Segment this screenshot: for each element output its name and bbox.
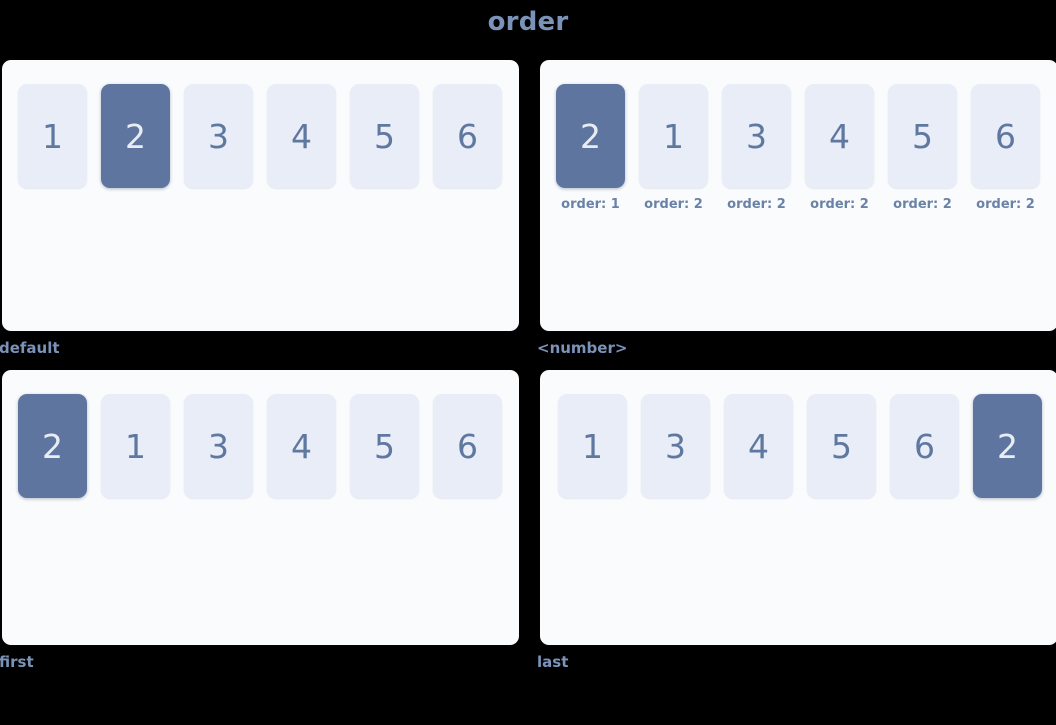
card-note: order: 2 xyxy=(644,197,703,212)
card-row: 1 3 4 5 6 xyxy=(540,370,1056,507)
card-note: order: 2 xyxy=(727,197,786,212)
order-card[interactable]: 1 xyxy=(558,394,627,498)
demo-grid: 1 2 3 4 5 xyxy=(0,60,1056,680)
card-slot: 3 order: 2 xyxy=(722,84,791,213)
card-slot: 2 xyxy=(973,394,1042,507)
card-row: 2 order: 1 1 order: 2 3 order: 2 4 order… xyxy=(540,60,1056,213)
demo-last: 1 3 4 5 6 xyxy=(537,370,1056,673)
demo-panel: 1 2 3 4 5 xyxy=(2,60,519,331)
order-card[interactable]: 3 xyxy=(641,394,710,498)
card-note: order: 2 xyxy=(810,197,869,212)
card-slot: 4 xyxy=(724,394,793,507)
card-slot: 1 xyxy=(101,394,170,507)
order-card[interactable]: 4 xyxy=(267,394,336,498)
order-card[interactable]: 6 xyxy=(890,394,959,498)
card-slot: 6 order: 2 xyxy=(971,84,1040,213)
order-card[interactable]: 6 xyxy=(433,394,502,498)
card-row: 2 1 3 4 5 xyxy=(2,370,519,507)
card-slot: 5 xyxy=(350,394,419,507)
demo-caption: last xyxy=(537,653,569,671)
card-note: order: 1 xyxy=(561,197,620,212)
order-card[interactable]: 3 xyxy=(184,84,253,188)
card-slot: 1 order: 2 xyxy=(639,84,708,213)
order-card[interactable]: 4 xyxy=(267,84,336,188)
card-slot: 4 order: 2 xyxy=(805,84,874,213)
order-card[interactable]: 3 xyxy=(184,394,253,498)
order-card[interactable]: 4 xyxy=(805,84,874,188)
order-card[interactable]: 6 xyxy=(433,84,502,188)
demo-panel: 2 order: 1 1 order: 2 3 order: 2 4 order… xyxy=(540,60,1056,331)
order-card[interactable]: 5 xyxy=(350,84,419,188)
card-slot: 6 xyxy=(433,394,502,507)
order-card-highlighted[interactable]: 2 xyxy=(973,394,1042,498)
card-slot: 3 xyxy=(184,84,253,197)
card-slot: 2 order: 1 xyxy=(556,84,625,213)
card-slot: 2 xyxy=(18,394,87,507)
demo-caption: default xyxy=(0,339,60,357)
demo-caption: first xyxy=(0,653,34,671)
card-row: 1 2 3 4 5 xyxy=(2,60,519,197)
demo-caption: <number> xyxy=(537,339,628,357)
card-slot: 6 xyxy=(433,84,502,197)
order-card-highlighted[interactable]: 2 xyxy=(556,84,625,188)
order-card[interactable]: 5 xyxy=(888,84,957,188)
card-slot: 5 xyxy=(807,394,876,507)
order-card[interactable]: 1 xyxy=(18,84,87,188)
card-slot: 4 xyxy=(267,394,336,507)
demo-first: 2 1 3 4 5 xyxy=(0,370,519,673)
demo-number: 2 order: 1 1 order: 2 3 order: 2 4 order… xyxy=(537,60,1056,359)
card-slot: 3 xyxy=(641,394,710,507)
card-slot: 2 xyxy=(101,84,170,197)
demo-default: 1 2 3 4 5 xyxy=(0,60,519,359)
page-title: order xyxy=(487,7,569,37)
order-card-highlighted[interactable]: 2 xyxy=(101,84,170,188)
card-slot: 1 xyxy=(558,394,627,507)
card-note: order: 2 xyxy=(893,197,952,212)
card-slot: 4 xyxy=(267,84,336,197)
order-card[interactable]: 1 xyxy=(639,84,708,188)
card-note: order: 2 xyxy=(976,197,1035,212)
order-card[interactable]: 5 xyxy=(350,394,419,498)
demo-panel: 1 3 4 5 6 xyxy=(540,370,1056,645)
card-slot: 3 xyxy=(184,394,253,507)
order-card-highlighted[interactable]: 2 xyxy=(18,394,87,498)
order-card[interactable]: 3 xyxy=(722,84,791,188)
card-slot: 1 xyxy=(18,84,87,197)
demo-panel: 2 1 3 4 5 xyxy=(2,370,519,645)
card-slot: 6 xyxy=(890,394,959,507)
card-slot: 5 xyxy=(350,84,419,197)
order-card[interactable]: 4 xyxy=(724,394,793,498)
order-card[interactable]: 5 xyxy=(807,394,876,498)
order-card[interactable]: 1 xyxy=(101,394,170,498)
order-card[interactable]: 6 xyxy=(971,84,1040,188)
card-slot: 5 order: 2 xyxy=(888,84,957,213)
